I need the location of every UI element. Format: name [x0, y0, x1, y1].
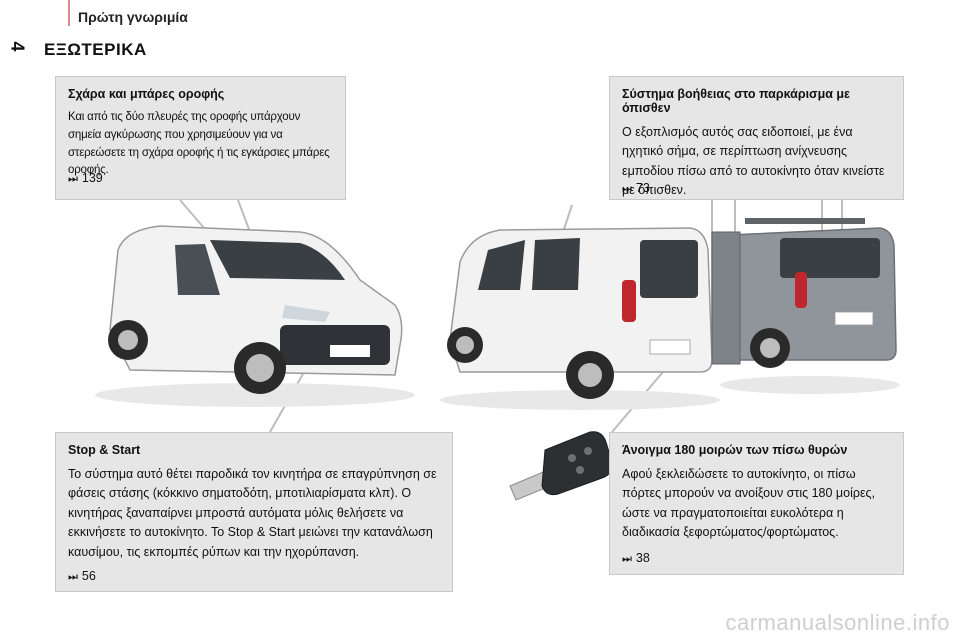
- stop-start-title: Stop & Start: [68, 443, 141, 457]
- stop-start-page-number: 56: [81, 569, 96, 583]
- parking-sensors-page-number: 73: [635, 181, 650, 195]
- parking-sensors-info-box: Σύστημα βοήθειας στο παρκάρισμα με όπισθ…: [609, 76, 904, 200]
- page-ref-arrow-icon: ⏭: [622, 183, 632, 195]
- watermark: carmanualsonline.info: [725, 610, 950, 635]
- rear-van-grey-icon: [711, 218, 900, 394]
- page-ref-arrow-icon: ⏭: [68, 173, 78, 185]
- page-ref-arrow-icon: ⏭: [622, 553, 632, 565]
- rear-doors-page-number: 38: [635, 551, 650, 565]
- roof-rack-page-number: 139: [81, 171, 103, 185]
- stop-start-info-box: Stop & Start Το σύστημα αυτό θέτει παροδ…: [55, 432, 453, 592]
- parking-sensors-page-ref[interactable]: ⏭73: [622, 181, 650, 196]
- rear-doors-text: Αφού ξεκλειδώσετε το αυτοκίνητο, οι πίσω…: [622, 467, 876, 540]
- parking-sensors-title: Σύστημα βοήθειας στο παρκάρισμα με όπισθ…: [622, 87, 850, 115]
- roof-rack-info-box: Σχάρα και μπάρες οροφής Και από τις δύο …: [55, 76, 346, 200]
- roof-rack-text: Και από τις δύο πλευρές της οροφής υπάρχ…: [68, 111, 330, 177]
- chapter-title: Πρώτη γνωριμία: [78, 9, 188, 25]
- page-ref-arrow-icon: ⏭: [68, 571, 78, 583]
- roof-rack-title: Σχάρα και μπάρες οροφής: [68, 87, 225, 101]
- rear-doors-title: Άνοιγμα 180 μοιρών των πίσω θυρών: [622, 443, 848, 457]
- chapter-bar: [68, 0, 70, 26]
- page-number: 4: [7, 41, 28, 52]
- leader-lines: [179, 199, 843, 433]
- stop-start-text: Το σύστημα αυτό θέτει παροδικά τον κινητ…: [68, 467, 437, 559]
- rear-van-white-icon: [440, 227, 720, 410]
- rear-doors-info-box: Άνοιγμα 180 μοιρών των πίσω θυρών Αφού ξ…: [609, 432, 904, 575]
- parking-sensors-text: Ο εξοπλισμός αυτός σας ειδοποιεί, με ένα…: [622, 125, 885, 198]
- roof-rack-page-ref[interactable]: ⏭139: [68, 171, 103, 186]
- rear-doors-page-ref[interactable]: ⏭38: [622, 551, 650, 566]
- stop-start-page-ref[interactable]: ⏭56: [68, 569, 96, 584]
- front-van-icon: [95, 225, 415, 407]
- section-title: ΕΞΩΤΕΡΙΚΑ: [44, 40, 147, 59]
- key-fob-icon: [509, 431, 613, 501]
